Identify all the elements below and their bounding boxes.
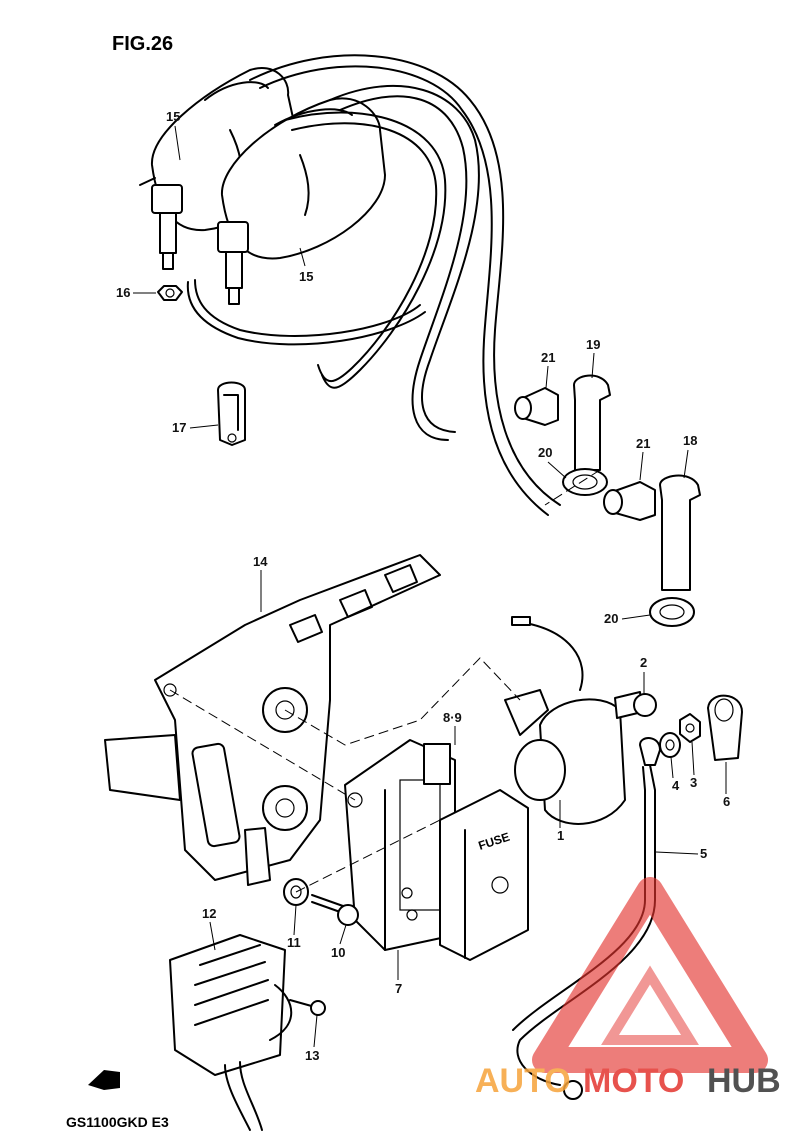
figure-title: FIG.26 bbox=[112, 33, 173, 55]
callout-12: 12 bbox=[202, 906, 216, 921]
callout-13: 13 bbox=[305, 1048, 319, 1063]
nut-16 bbox=[157, 285, 183, 301]
callout-16: 16 bbox=[116, 285, 130, 300]
callout-15b: 15 bbox=[299, 269, 313, 284]
callout-2: 2 bbox=[640, 655, 647, 670]
clamp-17 bbox=[217, 381, 246, 446]
bolt-2 bbox=[614, 691, 657, 719]
nut-3 bbox=[679, 713, 701, 743]
fuse-box-7 bbox=[344, 739, 456, 951]
watermark-logo: AUTO MOTO HUB bbox=[475, 877, 781, 1100]
callout-7: 7 bbox=[395, 981, 402, 996]
mounting-bracket-14 bbox=[104, 554, 441, 886]
front-arrow-icon bbox=[88, 1070, 120, 1090]
watermark-moto: MOTO bbox=[583, 1062, 684, 1100]
callout-3: 3 bbox=[690, 775, 697, 790]
callout-8-9: 8·9 bbox=[443, 710, 462, 725]
assembly-lines bbox=[169, 469, 601, 893]
spark-plug-cap-19 bbox=[562, 374, 611, 496]
callout-21b: 21 bbox=[636, 436, 650, 451]
callout-19: 19 bbox=[586, 337, 600, 352]
callout-10: 10 bbox=[331, 945, 345, 960]
callout-11: 11 bbox=[287, 935, 301, 950]
washer-4 bbox=[659, 732, 681, 758]
bolt-10 bbox=[311, 894, 359, 926]
starter-relay-1 bbox=[504, 616, 626, 825]
cap-seal-21b bbox=[603, 481, 656, 521]
model-code: GS1100GKD E3 bbox=[66, 1114, 169, 1130]
callout-20a: 20 bbox=[538, 445, 552, 460]
callout-1: 1 bbox=[557, 828, 564, 843]
callout-21a: 21 bbox=[541, 350, 555, 365]
callout-18: 18 bbox=[683, 433, 697, 448]
callout-5: 5 bbox=[700, 846, 707, 861]
spark-plug-cap-18 bbox=[649, 474, 701, 627]
callouts: 1 2 3 4 5 6 7 8·9 10 11 12 13 14 15 15 1… bbox=[116, 109, 730, 1063]
fuse-cover: FUSE bbox=[439, 789, 529, 961]
callout-17: 17 bbox=[172, 420, 186, 435]
callout-4: 4 bbox=[672, 778, 680, 793]
watermark-hub: HUB bbox=[707, 1062, 781, 1100]
callout-15a: 15 bbox=[166, 109, 180, 124]
cap-seal-21a bbox=[514, 387, 559, 426]
callout-14: 14 bbox=[253, 554, 268, 569]
callout-6: 6 bbox=[723, 794, 730, 809]
regulator-rectifier-12 bbox=[169, 934, 293, 1131]
screw-13 bbox=[289, 999, 326, 1016]
high-tension-leads bbox=[186, 54, 561, 516]
terminal-cap-6 bbox=[707, 694, 743, 761]
callout-20b: 20 bbox=[604, 611, 618, 626]
watermark-auto: AUTO bbox=[475, 1062, 571, 1100]
ignition-coil-2 bbox=[217, 97, 386, 305]
